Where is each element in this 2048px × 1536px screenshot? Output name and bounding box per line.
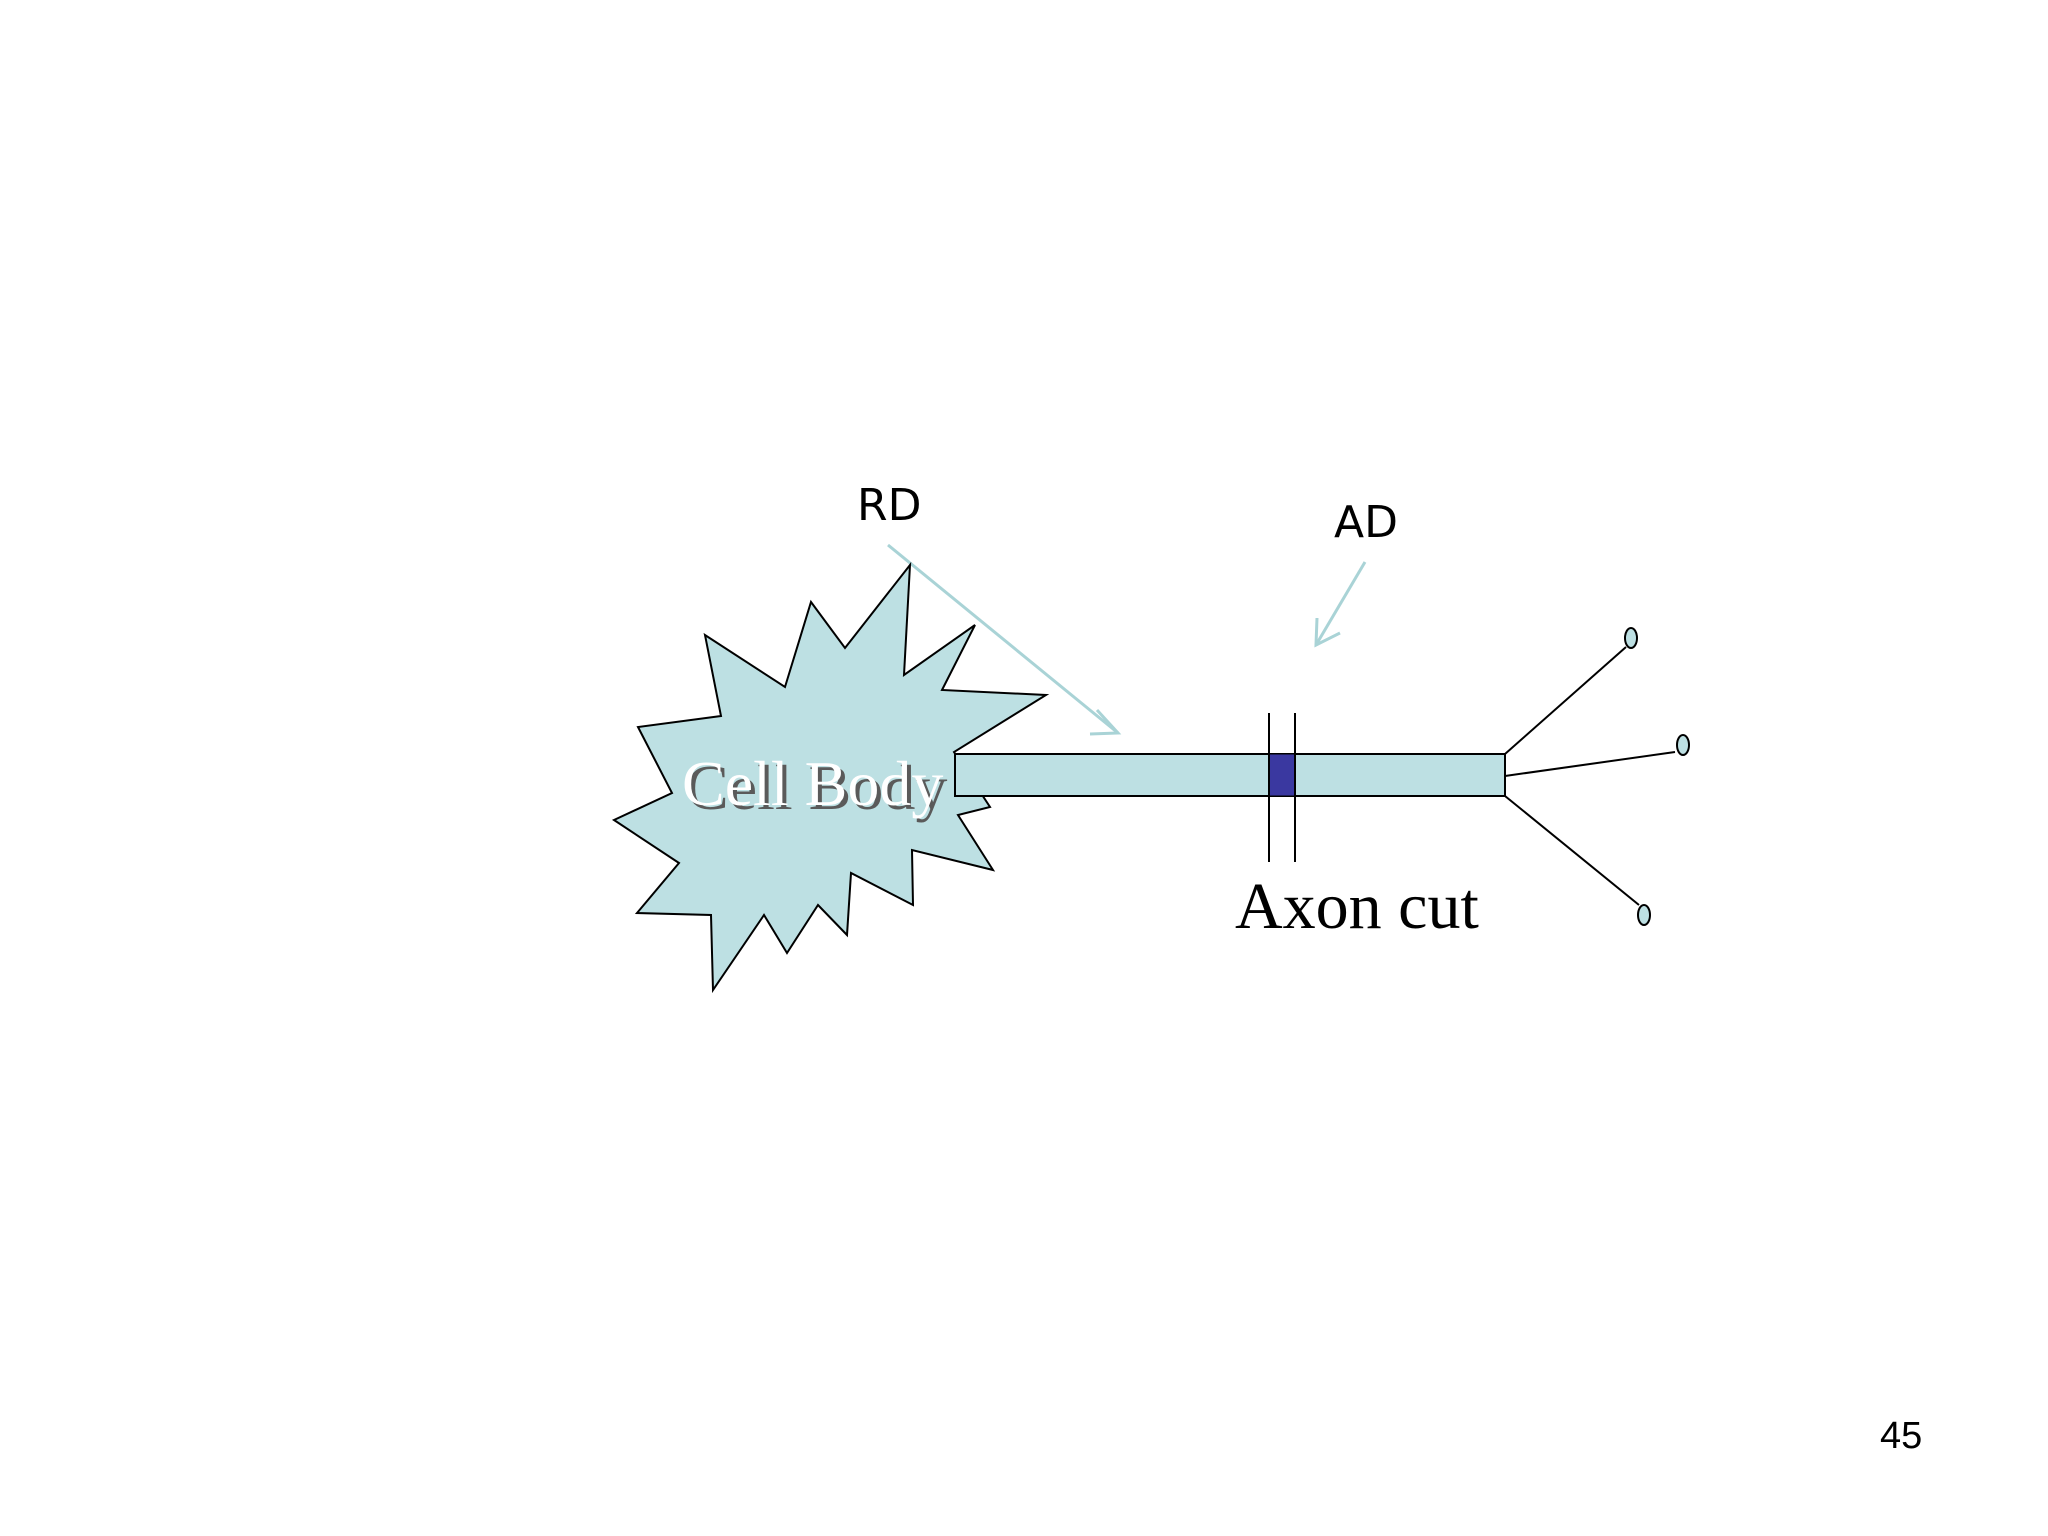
rd-label: RD (857, 480, 921, 531)
terminal-bouton (1624, 627, 1638, 649)
axon-terminals (1504, 627, 1690, 926)
rd-arrow (887, 543, 1122, 736)
ad-label: AD (1334, 497, 1398, 548)
terminal-bouton (1676, 734, 1690, 756)
cell-body-label: Cell Body (682, 748, 943, 819)
cell-body-label-shadow: Cell Body (686, 752, 947, 823)
page-number: 45 (1880, 1415, 1922, 1457)
cell-body-star (611, 561, 1050, 994)
ad-arrow (1314, 561, 1367, 648)
axon (954, 753, 1506, 797)
axon-cut-segment (1268, 753, 1296, 797)
axon-cut-label: Axon cut (1235, 870, 1479, 943)
terminal-bouton (1637, 904, 1651, 926)
